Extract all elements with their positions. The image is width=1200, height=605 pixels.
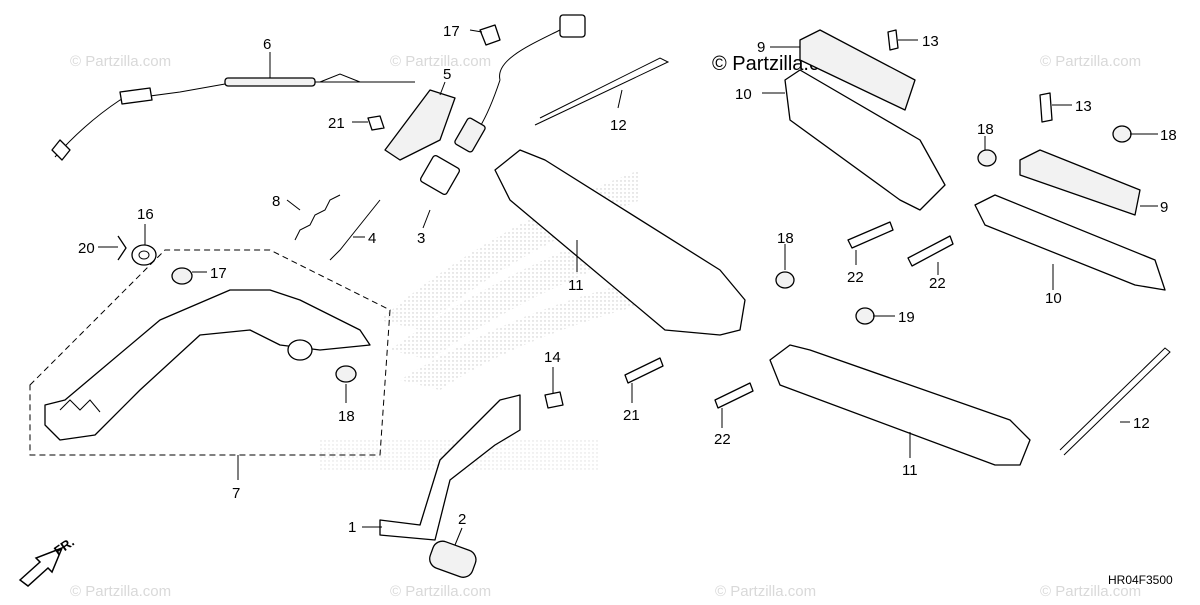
shift-pedal: [379, 394, 521, 541]
pedal-pivot: [287, 339, 313, 361]
callout-10: 10: [1045, 290, 1062, 307]
callout-12: 12: [610, 117, 627, 134]
watermark-text: © Partzilla.com: [70, 53, 171, 70]
washer-15: [131, 244, 157, 266]
callout-16: 17: [443, 23, 460, 40]
cotter-pin-19: [117, 235, 127, 261]
callout-3: 3: [417, 230, 425, 247]
callout-1: 1: [348, 519, 356, 536]
callout-5: 5: [443, 66, 451, 83]
callout-17: 18: [338, 408, 355, 425]
nut-18: [1112, 125, 1132, 143]
callout-6: 6: [263, 36, 271, 53]
watermark-text: © Partzilla.com: [390, 53, 491, 70]
callout-11: 11: [902, 462, 918, 479]
callouts: 6 5 21 17 8 4 3 16 20 17 18 7 1 2 14 12 …: [78, 23, 1177, 536]
bolt-21: [714, 382, 754, 409]
bolt-13: [887, 29, 899, 51]
bolt-22: [847, 221, 894, 249]
footrest-base-lower: [974, 194, 1166, 291]
callout-13: 13: [1075, 98, 1092, 115]
footrest-teeth-lower: [1019, 149, 1141, 216]
bushing-17: [171, 267, 193, 285]
bushing-17: [335, 365, 357, 383]
rod-12: [534, 57, 670, 126]
callout-17: 17: [210, 265, 227, 282]
spring-8: [294, 194, 341, 241]
callout-18: 18: [1160, 127, 1177, 144]
watermark-text: © Partzilla.com: [70, 583, 171, 600]
callout-9: 9: [1160, 199, 1168, 216]
callout-4: 4: [368, 230, 376, 247]
nut-18: [977, 149, 997, 167]
footrest-arm-lower: [769, 344, 1031, 466]
footrest-base-upper: [784, 69, 946, 211]
callout-2: 2: [458, 511, 466, 528]
brake-switch-harness: [419, 14, 586, 196]
callout-15: 16: [137, 206, 154, 223]
bolt-13: [1039, 92, 1053, 123]
callout-12: 12: [1133, 415, 1150, 432]
front-arrow-icon: [18, 546, 64, 587]
bolt-14: [544, 391, 564, 409]
callout-18: 19: [898, 309, 915, 326]
callout-19: 20: [78, 240, 95, 257]
callout-21: 22: [714, 431, 731, 448]
callout-7: 7: [232, 485, 240, 502]
callout-18: 18: [977, 121, 994, 138]
brake-cable: [51, 73, 415, 161]
spring-4: [329, 199, 381, 261]
footrest-teeth-upper: [799, 29, 916, 111]
leader-lines: [98, 29, 1158, 546]
callout-21: 21: [623, 407, 640, 424]
callout-14: 14: [544, 349, 561, 366]
watermark-text: © Partzilla.com: [1040, 53, 1141, 70]
nut-18: [855, 307, 875, 325]
callout-20: 21: [328, 115, 345, 132]
brake-pedal: [44, 289, 371, 441]
callout-10: 10: [735, 86, 752, 103]
bolt-22: [907, 235, 954, 267]
callout-22: 22: [847, 269, 864, 286]
bolt-21: [624, 357, 664, 384]
footrest-arm-upper: [494, 149, 746, 336]
nut-18: [775, 271, 795, 289]
rod-12: [1059, 347, 1171, 456]
front-direction-marker: FR.: [18, 534, 77, 587]
watermark-text: © Partzilla.com: [390, 583, 491, 600]
diagram-code: HR04F3500: [1108, 573, 1173, 587]
pedal-rubber: [429, 540, 477, 578]
callout-13: 13: [922, 33, 939, 50]
watermark-text: © Partzilla.com: [715, 583, 816, 600]
watermarks: © Partzilla.com © Partzilla.com © Partzi…: [70, 53, 1141, 600]
callout-8: 8: [272, 193, 280, 210]
callout-11: 11: [568, 277, 584, 294]
callout-22: 22: [929, 275, 946, 292]
bolt-20: [367, 115, 385, 131]
callout-18: 18: [777, 230, 794, 247]
watermark-text: © Partzilla.com: [1040, 583, 1141, 600]
callout-9: 9: [757, 39, 765, 56]
cable-bracket: [384, 89, 456, 161]
brake-pedal-group-box: [29, 249, 391, 456]
